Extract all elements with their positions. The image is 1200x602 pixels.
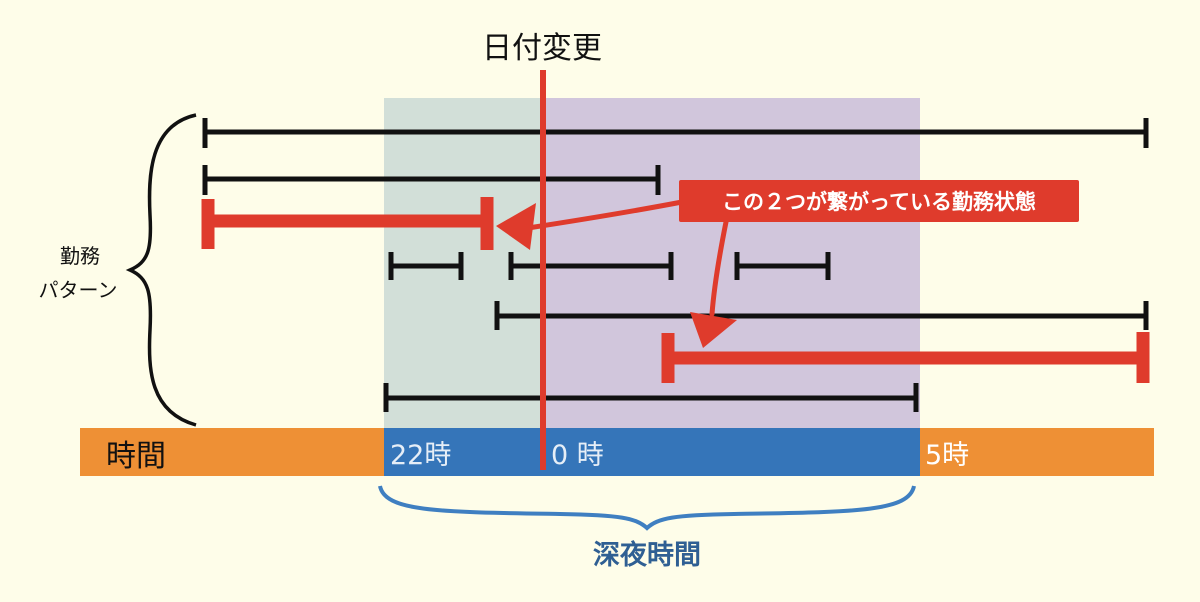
tick-0-label: 0 時 [551, 440, 604, 471]
shift-pattern-2 [202, 165, 661, 195]
work-patterns-brace [125, 113, 197, 427]
callout-arrows [496, 199, 737, 348]
night-hours-brace [378, 485, 916, 531]
callout-text: この２つが繋がっている勤務状態 [722, 190, 1036, 214]
shift-pattern-short-3 [734, 252, 831, 280]
late-night-zone [544, 98, 920, 428]
time-bar-label: 時間 [106, 439, 166, 474]
early-night-zone [384, 98, 544, 428]
night-hours-label: 深夜時間 [593, 539, 701, 571]
arrow-to-evening-shift [525, 199, 685, 231]
work-patterns-label-line2: パターン [39, 278, 118, 302]
night-time-bar [384, 428, 920, 476]
shift-pattern-night [383, 383, 919, 412]
work-patterns-label-line1: 勤務 [60, 244, 100, 268]
connected-shifts [201, 197, 1150, 383]
arrow-head-left [496, 203, 536, 250]
callout-box [679, 180, 1079, 222]
arrow-to-morning-shift [709, 219, 729, 317]
arrow-head-down [690, 312, 737, 348]
shift-pattern-5 [494, 301, 1149, 330]
shift-pattern-short-2 [508, 252, 674, 280]
shift-patterns [202, 118, 1149, 412]
connected-shift-evening [201, 197, 494, 250]
date-change-label: 日付変更 [482, 31, 602, 66]
shift-pattern-1 [202, 118, 1149, 148]
tick-22-label: 22時 [390, 440, 451, 471]
tick-5-label: 5時 [925, 440, 969, 471]
shift-pattern-short-1 [388, 252, 464, 280]
connected-shift-morning [661, 332, 1150, 383]
